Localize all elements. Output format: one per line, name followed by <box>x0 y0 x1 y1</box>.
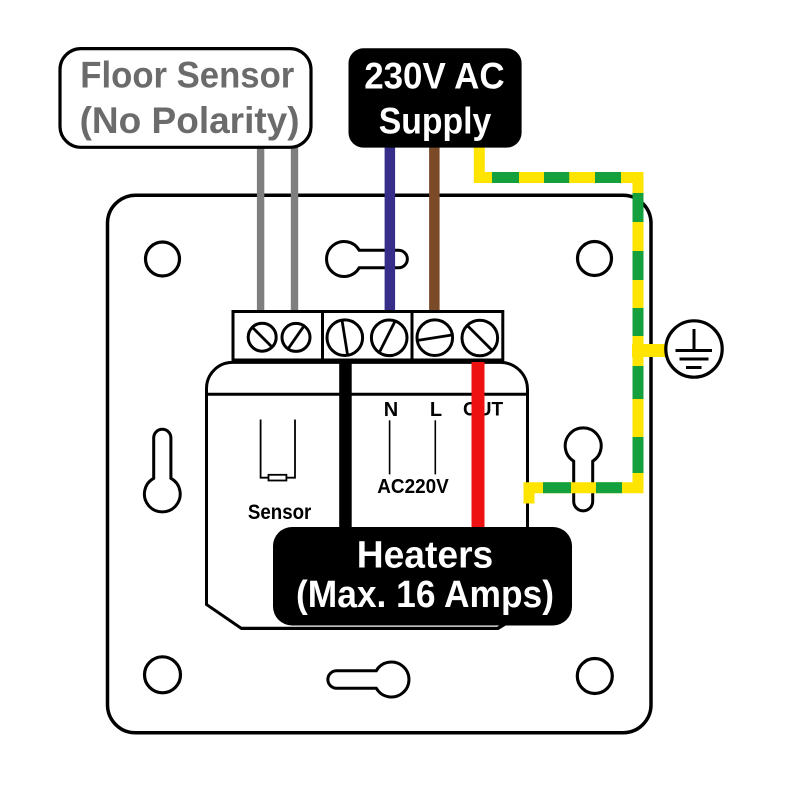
svg-text:AC220V: AC220V <box>377 476 449 498</box>
svg-text:(No Polarity): (No Polarity) <box>80 100 300 141</box>
svg-text:L: L <box>430 399 442 421</box>
svg-text:Supply: Supply <box>379 101 492 142</box>
svg-text:Heaters: Heaters <box>357 534 494 576</box>
svg-text:N: N <box>384 399 398 421</box>
svg-text:Floor Sensor: Floor Sensor <box>80 55 294 96</box>
svg-text:230V AC: 230V AC <box>364 56 504 97</box>
svg-text:(Max. 16 Amps): (Max. 16 Amps) <box>296 574 554 616</box>
svg-text:Sensor: Sensor <box>248 501 312 524</box>
